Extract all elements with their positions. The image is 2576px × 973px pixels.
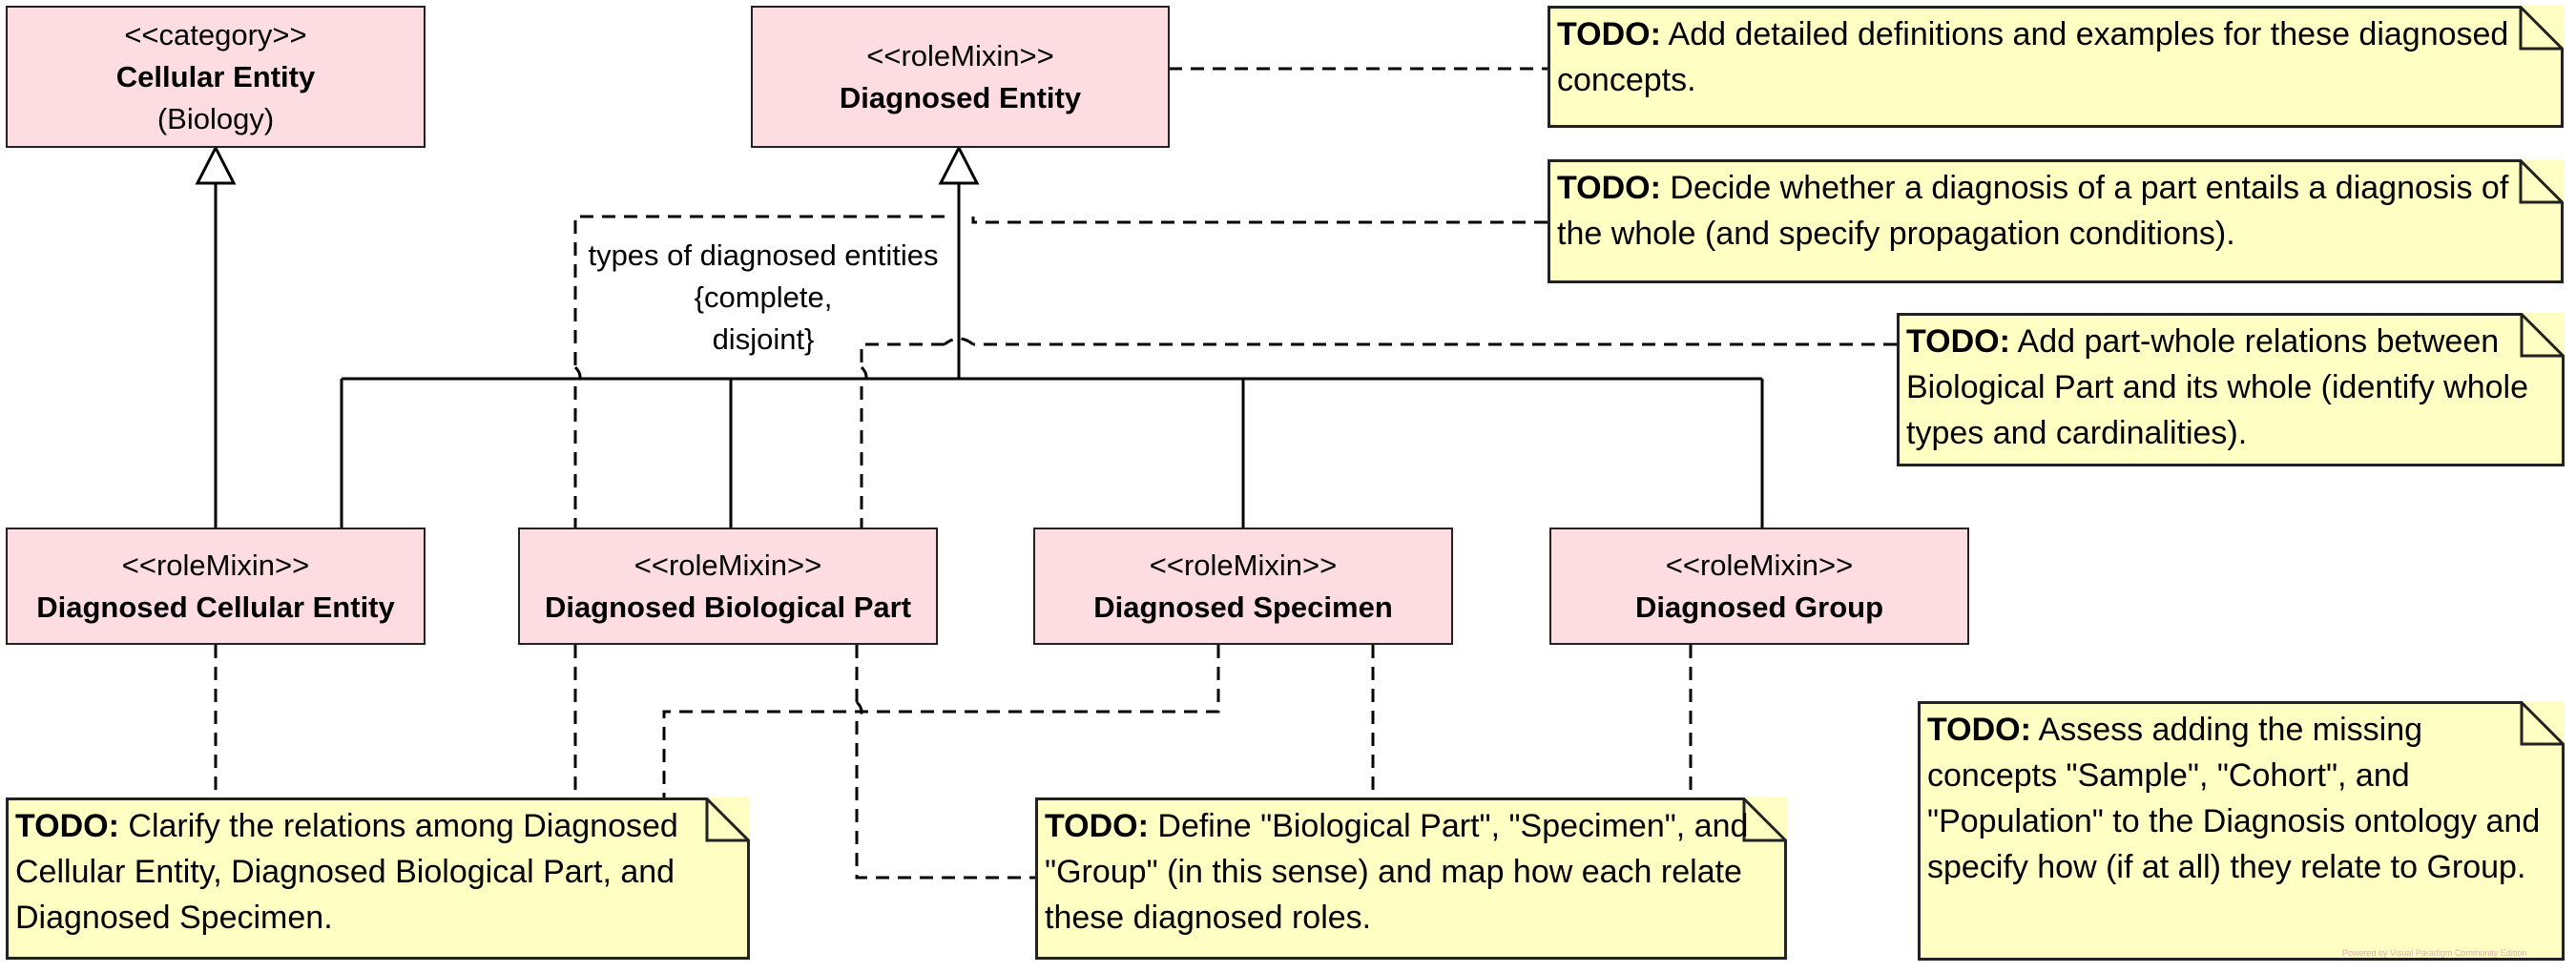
note-body: Assess adding the missing concepts "Samp… xyxy=(1927,712,2541,885)
class-name: Diagnosed Specimen xyxy=(1093,590,1393,624)
generalization-set-name: types of diagnosed entities xyxy=(588,238,939,272)
class-diagnosed-group[interactable]: <<roleMixin>> Diagnosed Group xyxy=(1549,528,1969,645)
class-diagnosed-entity[interactable]: <<roleMixin>> Diagnosed Entity xyxy=(751,6,1170,148)
note-text: TODO: Decide whether a diagnosis of a pa… xyxy=(1557,165,2554,257)
stereotype-label: <<roleMixin>> xyxy=(634,548,822,582)
todo-note[interactable]: TODO: Assess adding the missing concepts… xyxy=(1918,701,2565,961)
note-body: Clarify the relations among Diagnosed Ce… xyxy=(15,808,678,936)
stereotype-label: <<roleMixin>> xyxy=(1149,548,1338,582)
anchor-note-3 xyxy=(860,342,945,367)
class-name: Diagnosed Entity xyxy=(839,80,1082,114)
anchor-note-6 xyxy=(855,721,1035,880)
anchor-note-2 xyxy=(573,365,582,388)
class-diagnosed-specimen[interactable]: <<roleMixin>> Diagnosed Specimen xyxy=(1033,528,1453,645)
stereotype-label: <<roleMixin>> xyxy=(121,548,310,582)
class-package-label: (Biology) xyxy=(156,101,275,135)
class-name: Diagnosed Biological Part xyxy=(544,590,912,624)
stereotype-label: <<roleMixin>> xyxy=(866,38,1054,72)
note-label: TODO: xyxy=(1557,16,1661,52)
note-body: Add part-whole relations between Biologi… xyxy=(1906,323,2529,451)
note-body: Decide whether a diagnosis of a part ent… xyxy=(1557,170,2509,252)
stereotype-label: <<category>> xyxy=(124,17,307,52)
generalization-set-constraint: disjoint} xyxy=(712,322,815,356)
anchor-note-5 xyxy=(662,645,1220,797)
generalization-set-label: types of diagnosed entities {complete, d… xyxy=(582,235,945,361)
generalization-arrowhead xyxy=(195,144,237,185)
todo-note[interactable]: TODO: Decide whether a diagnosis of a pa… xyxy=(1548,159,2564,283)
stereotype-label: <<roleMixin>> xyxy=(1665,548,1854,582)
note-text: TODO: Define "Biological Part", "Specime… xyxy=(1045,803,1777,941)
class-name: Cellular Entity xyxy=(115,59,316,93)
anchor-note-2 xyxy=(971,217,1548,224)
note-label: TODO: xyxy=(1927,712,2031,748)
anchor-note-3 xyxy=(860,365,868,388)
note-label: TODO: xyxy=(1557,170,1661,206)
todo-note[interactable]: TODO: Clarify the relations among Diagno… xyxy=(6,797,750,960)
class-diagnosed-biological-part[interactable]: <<roleMixin>> Diagnosed Biological Part xyxy=(518,528,938,645)
todo-note[interactable]: TODO: Define "Biological Part", "Specime… xyxy=(1035,797,1787,960)
watermark: Powered by Visual Paradigm Community Edi… xyxy=(2342,948,2527,958)
note-text: TODO: Assess adding the missing concepts… xyxy=(1927,707,2555,890)
anchor-note-6 xyxy=(855,700,863,723)
class-name: Diagnosed Cellular Entity xyxy=(36,590,395,624)
generalization-arrowhead xyxy=(938,144,980,185)
note-text: TODO: Clarify the relations among Diagno… xyxy=(15,803,740,941)
class-diagnosed-cellular-entity[interactable]: <<roleMixin>> Diagnosed Cellular Entity xyxy=(6,528,426,645)
todo-note[interactable]: TODO: Add part-whole relations between B… xyxy=(1897,313,2565,466)
note-label: TODO: xyxy=(15,808,119,844)
class-cellular-entity[interactable]: <<category>> Cellular Entity (Biology) xyxy=(6,6,426,148)
anchor-note-3 xyxy=(944,337,974,346)
class-name: Diagnosed Group xyxy=(1634,590,1884,624)
note-label: TODO: xyxy=(1045,808,1149,844)
note-body: Define "Biological Part", "Specimen", an… xyxy=(1045,808,1749,936)
note-text: TODO: Add detailed definitions and examp… xyxy=(1557,11,2554,103)
note-body: Add detailed definitions and examples fo… xyxy=(1557,16,2509,98)
generalization-set-constraint: {complete, xyxy=(694,280,833,314)
note-label: TODO: xyxy=(1906,323,2010,360)
todo-note[interactable]: TODO: Add detailed definitions and examp… xyxy=(1548,6,2564,128)
note-text: TODO: Add part-whole relations between B… xyxy=(1906,319,2555,456)
anchor-note-2 xyxy=(573,215,945,367)
